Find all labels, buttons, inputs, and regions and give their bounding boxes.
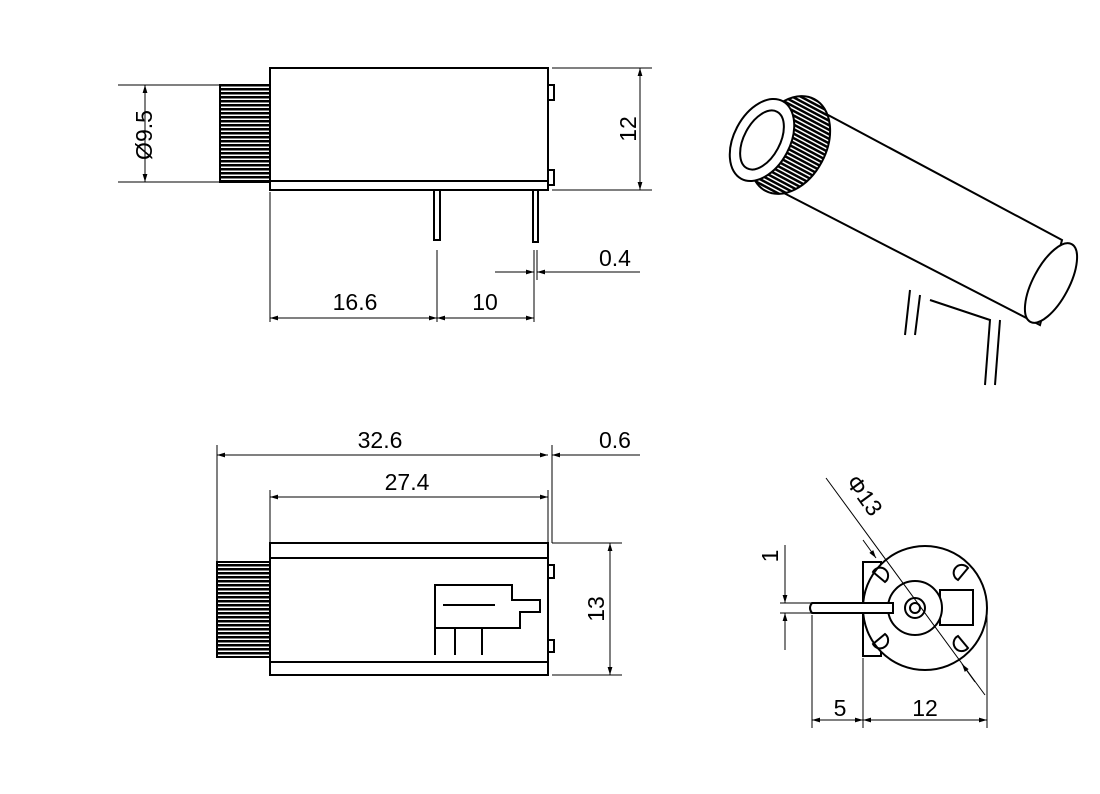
contact-clip (434, 584, 541, 629)
pin (433, 189, 441, 241)
holder-body (269, 67, 549, 191)
pin-width-dimension: 0.4 (599, 245, 631, 271)
pin (532, 189, 539, 243)
tab (547, 169, 555, 186)
pin-thickness-dimension: 1 (757, 550, 783, 563)
overall-length-dimension: 32.6 (358, 427, 403, 453)
pin (809, 602, 894, 614)
flange-diameter-dimension: Φ13 (841, 470, 888, 521)
isometric-view (728, 95, 1079, 386)
end-view: Φ13 1 5 12 (757, 470, 988, 728)
height-dimension: 12 (615, 116, 641, 142)
width-dimension: 12 (912, 695, 938, 721)
tab-dimension: 0.6 (599, 427, 631, 453)
body-length-dimension: 27.4 (385, 469, 430, 495)
side-view: Ø9.5 12 16.6 10 0.4 (118, 67, 652, 322)
tab (547, 84, 555, 101)
knurled-cap (216, 561, 271, 658)
holder-body (269, 542, 549, 676)
diameter-dimension: Ø9.5 (131, 110, 157, 160)
pin-pitch-dimension: 10 (472, 289, 498, 315)
knurled-cap (219, 84, 271, 183)
pin-offset-dimension: 16.6 (333, 289, 378, 315)
height-dimension: 13 (583, 596, 609, 622)
bottom-view: 32.6 27.4 0.6 13 (216, 427, 640, 676)
pin-length-dimension: 5 (834, 695, 847, 721)
